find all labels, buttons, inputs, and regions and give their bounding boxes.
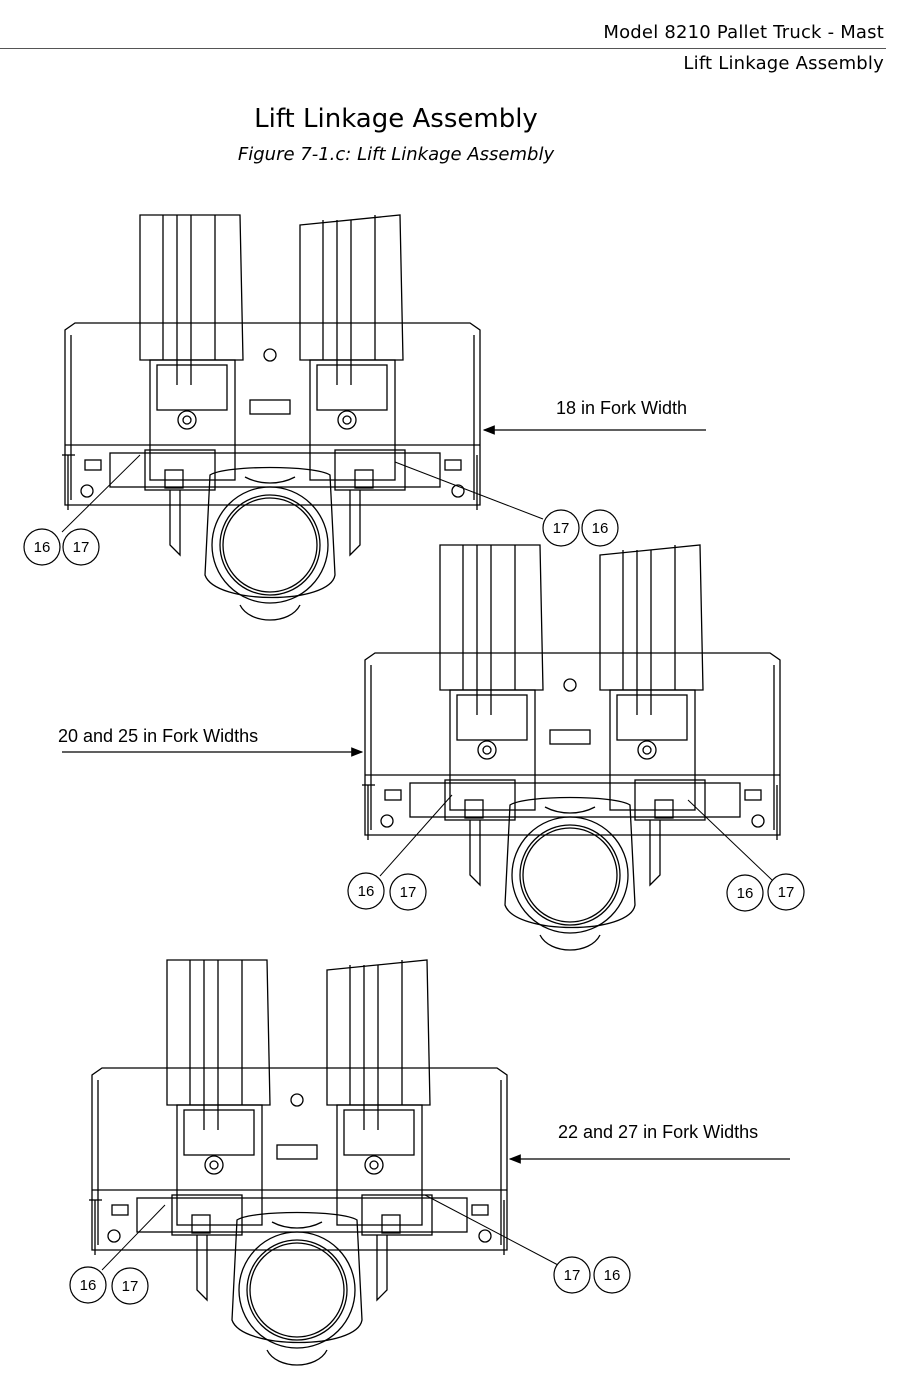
header-model-title: Model 8210 Pallet Truck - Mast xyxy=(603,22,884,43)
part-bubble-17 xyxy=(111,1267,149,1305)
part-number: 17 xyxy=(553,520,570,537)
fork-width-label-20-25in: 20 and 25 in Fork Widths xyxy=(58,726,258,746)
part-bubble-17 xyxy=(389,873,427,911)
part-callout-group-1a: 16 17 xyxy=(23,454,141,566)
header-divider xyxy=(0,48,886,49)
part-callout-group-3a: 16 17 xyxy=(69,1204,166,1305)
part-number: 16 xyxy=(34,539,51,556)
part-bubble-17 xyxy=(62,528,100,566)
part-callout-group-2a: 16 17 xyxy=(347,794,453,911)
header-section-title: Lift Linkage Assembly xyxy=(683,53,884,74)
part-bubble-16 xyxy=(581,509,619,547)
assembly-drawing-18in xyxy=(61,214,481,621)
part-callout-group-3b: 17 16 xyxy=(424,1194,631,1294)
fork-width-label-18in: 18 in Fork Width xyxy=(556,398,687,418)
fork-width-callout-18in: 18 in Fork Width xyxy=(482,398,706,435)
part-number: 16 xyxy=(592,520,609,537)
part-bubble-16 xyxy=(593,1256,631,1294)
part-number: 16 xyxy=(358,883,375,900)
figure-caption: Figure 7-1.c: Lift Linkage Assembly xyxy=(237,144,555,165)
part-bubble-16 xyxy=(347,872,385,910)
part-number: 17 xyxy=(122,1278,139,1295)
part-bubble-16 xyxy=(726,874,764,912)
part-bubble-17 xyxy=(553,1256,591,1294)
fork-width-label-22-27in: 22 and 27 in Fork Widths xyxy=(558,1122,758,1142)
part-callout-group-2b: 16 17 xyxy=(687,799,805,912)
part-number: 17 xyxy=(400,884,417,901)
assembly-drawing-22-27in xyxy=(88,959,508,1366)
part-number: 16 xyxy=(737,885,754,902)
fork-width-callout-22-27in: 22 and 27 in Fork Widths xyxy=(508,1122,790,1164)
part-number: 17 xyxy=(73,539,90,556)
part-bubble-17 xyxy=(767,873,805,911)
fork-width-callout-20-25in: 20 and 25 in Fork Widths xyxy=(58,726,364,757)
part-number: 17 xyxy=(778,884,795,901)
part-number: 16 xyxy=(604,1267,621,1284)
page-title: Lift Linkage Assembly xyxy=(254,104,538,134)
part-bubble-16 xyxy=(69,1266,107,1304)
part-bubble-17 xyxy=(542,509,580,547)
part-number: 16 xyxy=(80,1277,97,1294)
part-callout-group-1b: 17 16 xyxy=(394,461,619,547)
part-number: 17 xyxy=(564,1267,581,1284)
part-bubble-16 xyxy=(23,528,61,566)
